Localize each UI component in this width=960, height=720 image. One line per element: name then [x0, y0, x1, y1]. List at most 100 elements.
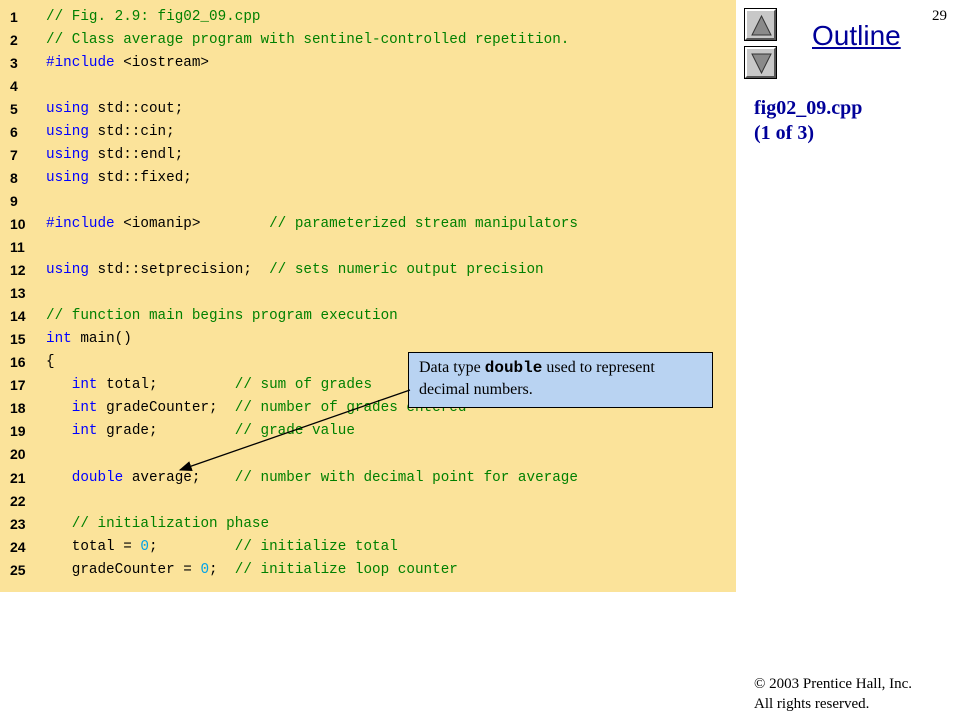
previous-slide-button[interactable] [744, 8, 777, 41]
code-comment: // function main begins program executio… [46, 308, 398, 325]
line-number: 14 [10, 308, 26, 325]
code-comment: // parameterized stream manipulators [269, 215, 578, 232]
code-comment: // initialize loop counter [234, 561, 458, 578]
line-number: 25 [10, 561, 26, 578]
code-keyword: int [46, 331, 72, 348]
code-comment: // sum of grades [234, 377, 373, 394]
line-number: 3 [10, 54, 18, 71]
code-text: total = 0; // initialize total [46, 536, 398, 559]
code-comment: // initialize total [234, 538, 398, 555]
line-number: 18 [10, 400, 26, 417]
callout-text-before: Data type [419, 359, 485, 376]
code-token: <iostream> [114, 54, 210, 71]
file-name-label: fig02_09.cpp [754, 97, 863, 119]
code-text: // function main begins program executio… [46, 305, 398, 328]
code-keyword: #include [46, 215, 115, 232]
line-number: 21 [10, 469, 26, 486]
line-number: 5 [10, 100, 18, 117]
code-line: 11 [0, 236, 736, 259]
line-number: 1 [10, 8, 18, 25]
code-token: std::setprecision; [88, 262, 270, 279]
line-number: 6 [10, 123, 18, 140]
code-number: 0 [140, 538, 149, 555]
code-text: int total; // sum of grades [46, 374, 372, 397]
line-number: 13 [10, 285, 26, 302]
code-token: std::fixed; [88, 169, 192, 186]
code-text: // initialization phase [46, 513, 269, 536]
code-keyword: double [71, 469, 124, 486]
code-text: #include <iostream> [46, 52, 209, 75]
code-line: 10 #include <iomanip> // parameterized st… [0, 213, 736, 236]
code-token: gradeCounter = [46, 561, 201, 578]
page-number: 29 [932, 8, 947, 24]
code-keyword: #include [46, 54, 115, 71]
code-text: double average; // number with decimal p… [46, 467, 578, 490]
code-line: 17 int total; // sum of grades [0, 374, 736, 397]
page-of-label: (1 of 3) [754, 122, 814, 144]
outline-link[interactable]: Outline [812, 20, 901, 51]
code-token: <iomanip> [114, 215, 270, 232]
code-line: 22 [0, 490, 736, 513]
code-token: ; [148, 538, 235, 555]
code-text: int main() [46, 328, 132, 351]
code-line: 3 #include <iostream> [0, 52, 736, 75]
code-text: int grade; // grade value [46, 420, 355, 443]
code-token: average; [123, 469, 235, 486]
code-token: total; [97, 377, 235, 394]
code-token: main() [71, 331, 132, 348]
line-number: 16 [10, 354, 26, 371]
code-token [46, 423, 72, 439]
code-line: 4 [0, 75, 736, 98]
code-comment: // Fig. 2.9: fig02_09.cpp [46, 8, 261, 25]
code-text: int gradeCounter; // number of grades en… [46, 397, 467, 420]
code-line: 12 using std::setprecision; // sets numer… [0, 259, 736, 282]
code-keyword: int [71, 400, 98, 417]
line-number: 10 [10, 215, 26, 232]
code-text: // Fig. 2.9: fig02_09.cpp [46, 6, 261, 29]
code-token: std::cin; [88, 123, 175, 140]
callout-box: Data type double used to represent decim… [408, 352, 713, 408]
code-keyword: int [71, 377, 98, 394]
code-line: 2 // Class average program with sentinel-… [0, 29, 736, 52]
code-token: total = [46, 538, 141, 555]
code-comment: // number with decimal point for average [234, 469, 578, 486]
code-keyword: int [71, 423, 98, 440]
code-line: 1 // Fig. 2.9: fig02_09.cpp [0, 6, 736, 29]
code-token [46, 400, 72, 416]
line-number: 19 [10, 423, 26, 440]
code-token [46, 377, 72, 393]
code-text: #include <iomanip> // parameterized stre… [46, 213, 578, 236]
code-comment: // Class average program with sentinel-c… [46, 31, 570, 48]
code-line: 15 int main() [0, 328, 736, 351]
code-text: // Class average program with sentinel-c… [46, 29, 569, 52]
code-keyword: using [46, 169, 89, 186]
line-number: 15 [10, 331, 26, 348]
copyright-line-1: © 2003 Prentice Hall, Inc. [754, 676, 913, 692]
code-token [46, 470, 72, 486]
line-number: 24 [10, 538, 26, 555]
line-number: 20 [10, 446, 26, 463]
code-line: 24 total = 0; // initialize total [0, 536, 736, 559]
code-keyword: using [46, 146, 89, 163]
code-token: grade; [97, 423, 235, 440]
code-text: using std::cin; [46, 121, 175, 144]
line-number: 12 [10, 262, 26, 279]
next-slide-button[interactable] [744, 46, 777, 79]
code-line: 25 gradeCounter = 0; // initialize loop … [0, 559, 736, 582]
code-text: { [46, 351, 55, 374]
line-number: 2 [10, 31, 18, 48]
code-line: 16 { [0, 351, 736, 374]
callout-text-after: used to represent decimal numbers. [419, 359, 655, 398]
code-keyword: using [46, 262, 89, 279]
code-text: using std::setprecision; // sets numeric… [46, 259, 544, 282]
line-number: 22 [10, 492, 26, 509]
code-token: gradeCounter; [97, 400, 235, 417]
code-comment: // initialization phase [71, 515, 270, 532]
code-text: using std::endl; [46, 144, 183, 167]
code-line: 19 int grade; // grade value [0, 420, 736, 443]
code-line: 14 // function main begins program execut… [0, 305, 736, 328]
code-listing: 1 // Fig. 2.9: fig02_09.cpp 2 // Class aver… [0, 0, 736, 592]
code-comment: // sets numeric output precision [269, 262, 544, 279]
